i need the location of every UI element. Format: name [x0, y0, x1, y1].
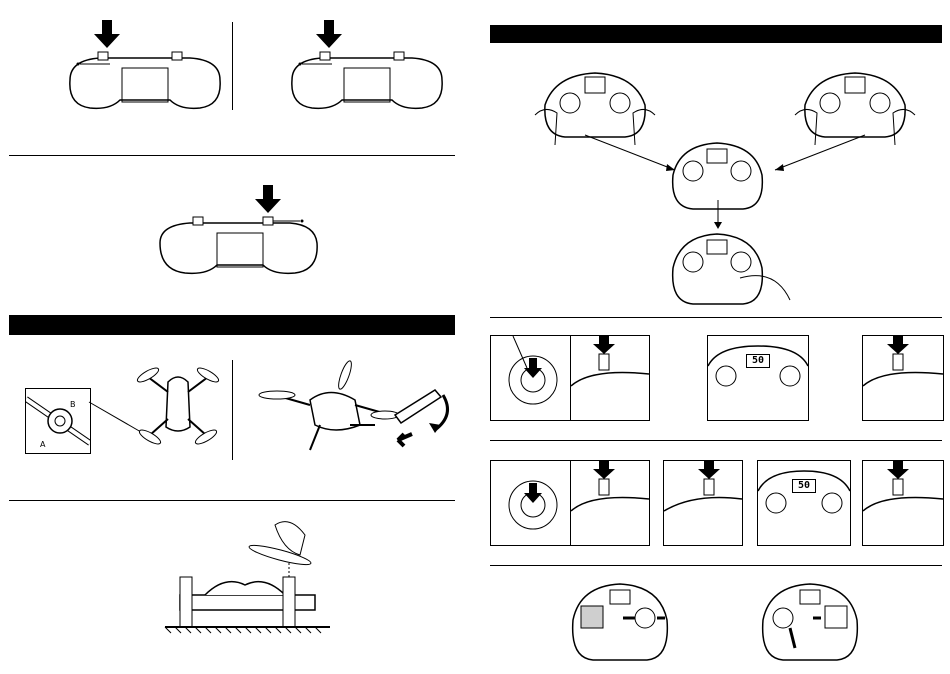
right-header-bar [490, 25, 942, 43]
section-rule [9, 155, 455, 156]
controller-stick-drawing [565, 578, 675, 664]
figure-drone-perspective [255, 355, 465, 465]
down-arrow-icon [92, 20, 122, 50]
straight-arrow-icon [390, 430, 415, 450]
vertical-divider [232, 360, 233, 460]
controller-stick-drawing [755, 578, 865, 664]
panel-joystick-press-1 [490, 335, 572, 421]
controller-drawing [60, 20, 230, 115]
figure-controller-trim-right [282, 20, 452, 115]
joystick-closeup [491, 461, 571, 545]
figure-controller-stick-right [755, 578, 865, 664]
svg-text:A: A [40, 440, 46, 449]
trim-closeup [571, 336, 649, 420]
figure-propeller-install [165, 515, 330, 635]
figure-drone-top-view [128, 357, 228, 457]
vertical-divider [232, 22, 233, 110]
panel-trim-press-5 [862, 460, 944, 546]
svg-text:B: B [70, 400, 76, 409]
section-rule [9, 500, 455, 501]
trim-closeup [664, 461, 742, 545]
panel-joystick-press-2 [490, 460, 572, 546]
curved-arrow-icon [415, 395, 455, 435]
drone-side-drawing [165, 515, 330, 635]
section-rule [490, 565, 942, 566]
joystick-closeup [491, 336, 571, 420]
controller-hand-drawing [665, 228, 795, 308]
controller-drawing [282, 20, 452, 115]
down-arrow-icon [253, 185, 283, 215]
controller-lcd-drawing [758, 461, 850, 545]
down-arrow-icon [314, 20, 344, 50]
panel-lcd-1: 50 [707, 335, 809, 421]
figure-controller-trim-center [155, 185, 325, 280]
panel-trim-press-3 [570, 460, 650, 546]
panel-trim-press-2 [862, 335, 944, 421]
controller-lcd-drawing [708, 336, 808, 420]
section-rule [490, 317, 942, 318]
figure-guard-detail: A B [25, 388, 91, 454]
panel-trim-press-4 [663, 460, 743, 546]
figure-controller-trim-left [60, 20, 230, 115]
section-rule [490, 440, 942, 441]
drone-top-drawing [128, 357, 228, 457]
panel-trim-press-1 [570, 335, 650, 421]
figure-controller-hand [665, 228, 795, 308]
guard-drawing: A B [26, 389, 90, 453]
trim-closeup [863, 336, 943, 420]
trim-closeup [571, 461, 649, 545]
trim-closeup [863, 461, 943, 545]
straight-arrow-icon [712, 200, 724, 230]
section-header-bar [9, 315, 455, 335]
figure-controller-stick-left [565, 578, 675, 664]
lcd-readout: 50 [792, 479, 816, 493]
controller-drawing [155, 185, 325, 280]
lcd-readout: 50 [746, 354, 770, 368]
panel-lcd-2: 50 [757, 460, 851, 546]
